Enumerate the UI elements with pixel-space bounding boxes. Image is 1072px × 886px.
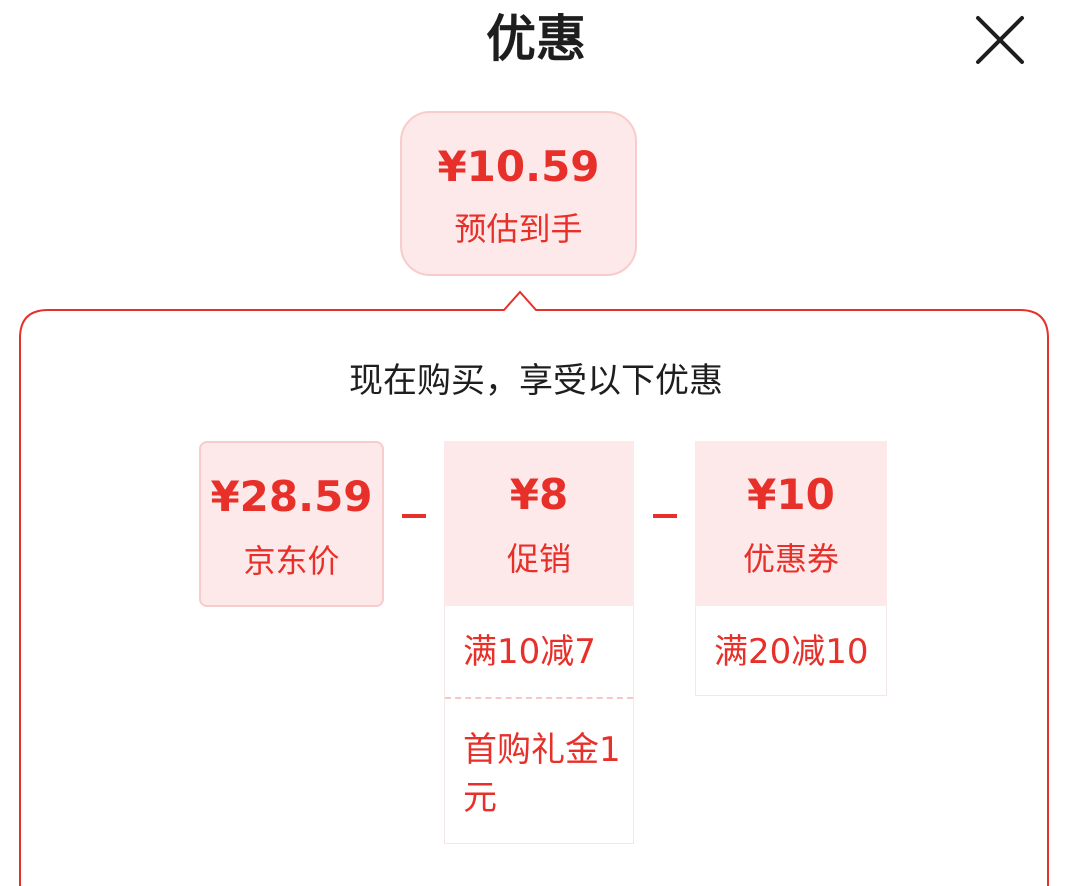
coupon-amount: ¥10 (747, 470, 835, 519)
coupon-details: 满20减10 (695, 606, 887, 696)
estimated-price-badge: ¥10.59 预估到手 (400, 111, 637, 276)
discount-subtitle: 现在购买，享受以下优惠 (349, 361, 723, 401)
coupon-card: ¥10 优惠券 (695, 441, 887, 606)
coupon-detail-item: 满20减10 (714, 632, 869, 672)
promotion-card: ¥8 促销 (444, 441, 634, 606)
close-button[interactable] (972, 12, 1028, 68)
promotion-detail-item: 首购礼金1元 (463, 730, 621, 818)
promotion-label: 促销 (506, 540, 571, 578)
jd-price-card: ¥28.59 京东价 (199, 441, 384, 607)
estimated-price-label: 预估到手 (454, 210, 583, 248)
minus-operator (653, 514, 677, 518)
close-icon (976, 16, 1024, 64)
promotion-detail-item: 满10减7 (463, 632, 596, 672)
dashed-divider (445, 697, 633, 699)
promotion-details: 满10减7 首购礼金1元 (444, 606, 634, 844)
jd-price-label: 京东价 (243, 542, 340, 580)
estimated-price: ¥10.59 (437, 142, 600, 191)
sheet-title: 优惠 (486, 10, 586, 68)
promotion-amount: ¥8 (509, 470, 569, 519)
coupon-label: 优惠券 (742, 540, 839, 578)
minus-operator (402, 514, 426, 518)
jd-price-amount: ¥28.59 (210, 472, 373, 521)
